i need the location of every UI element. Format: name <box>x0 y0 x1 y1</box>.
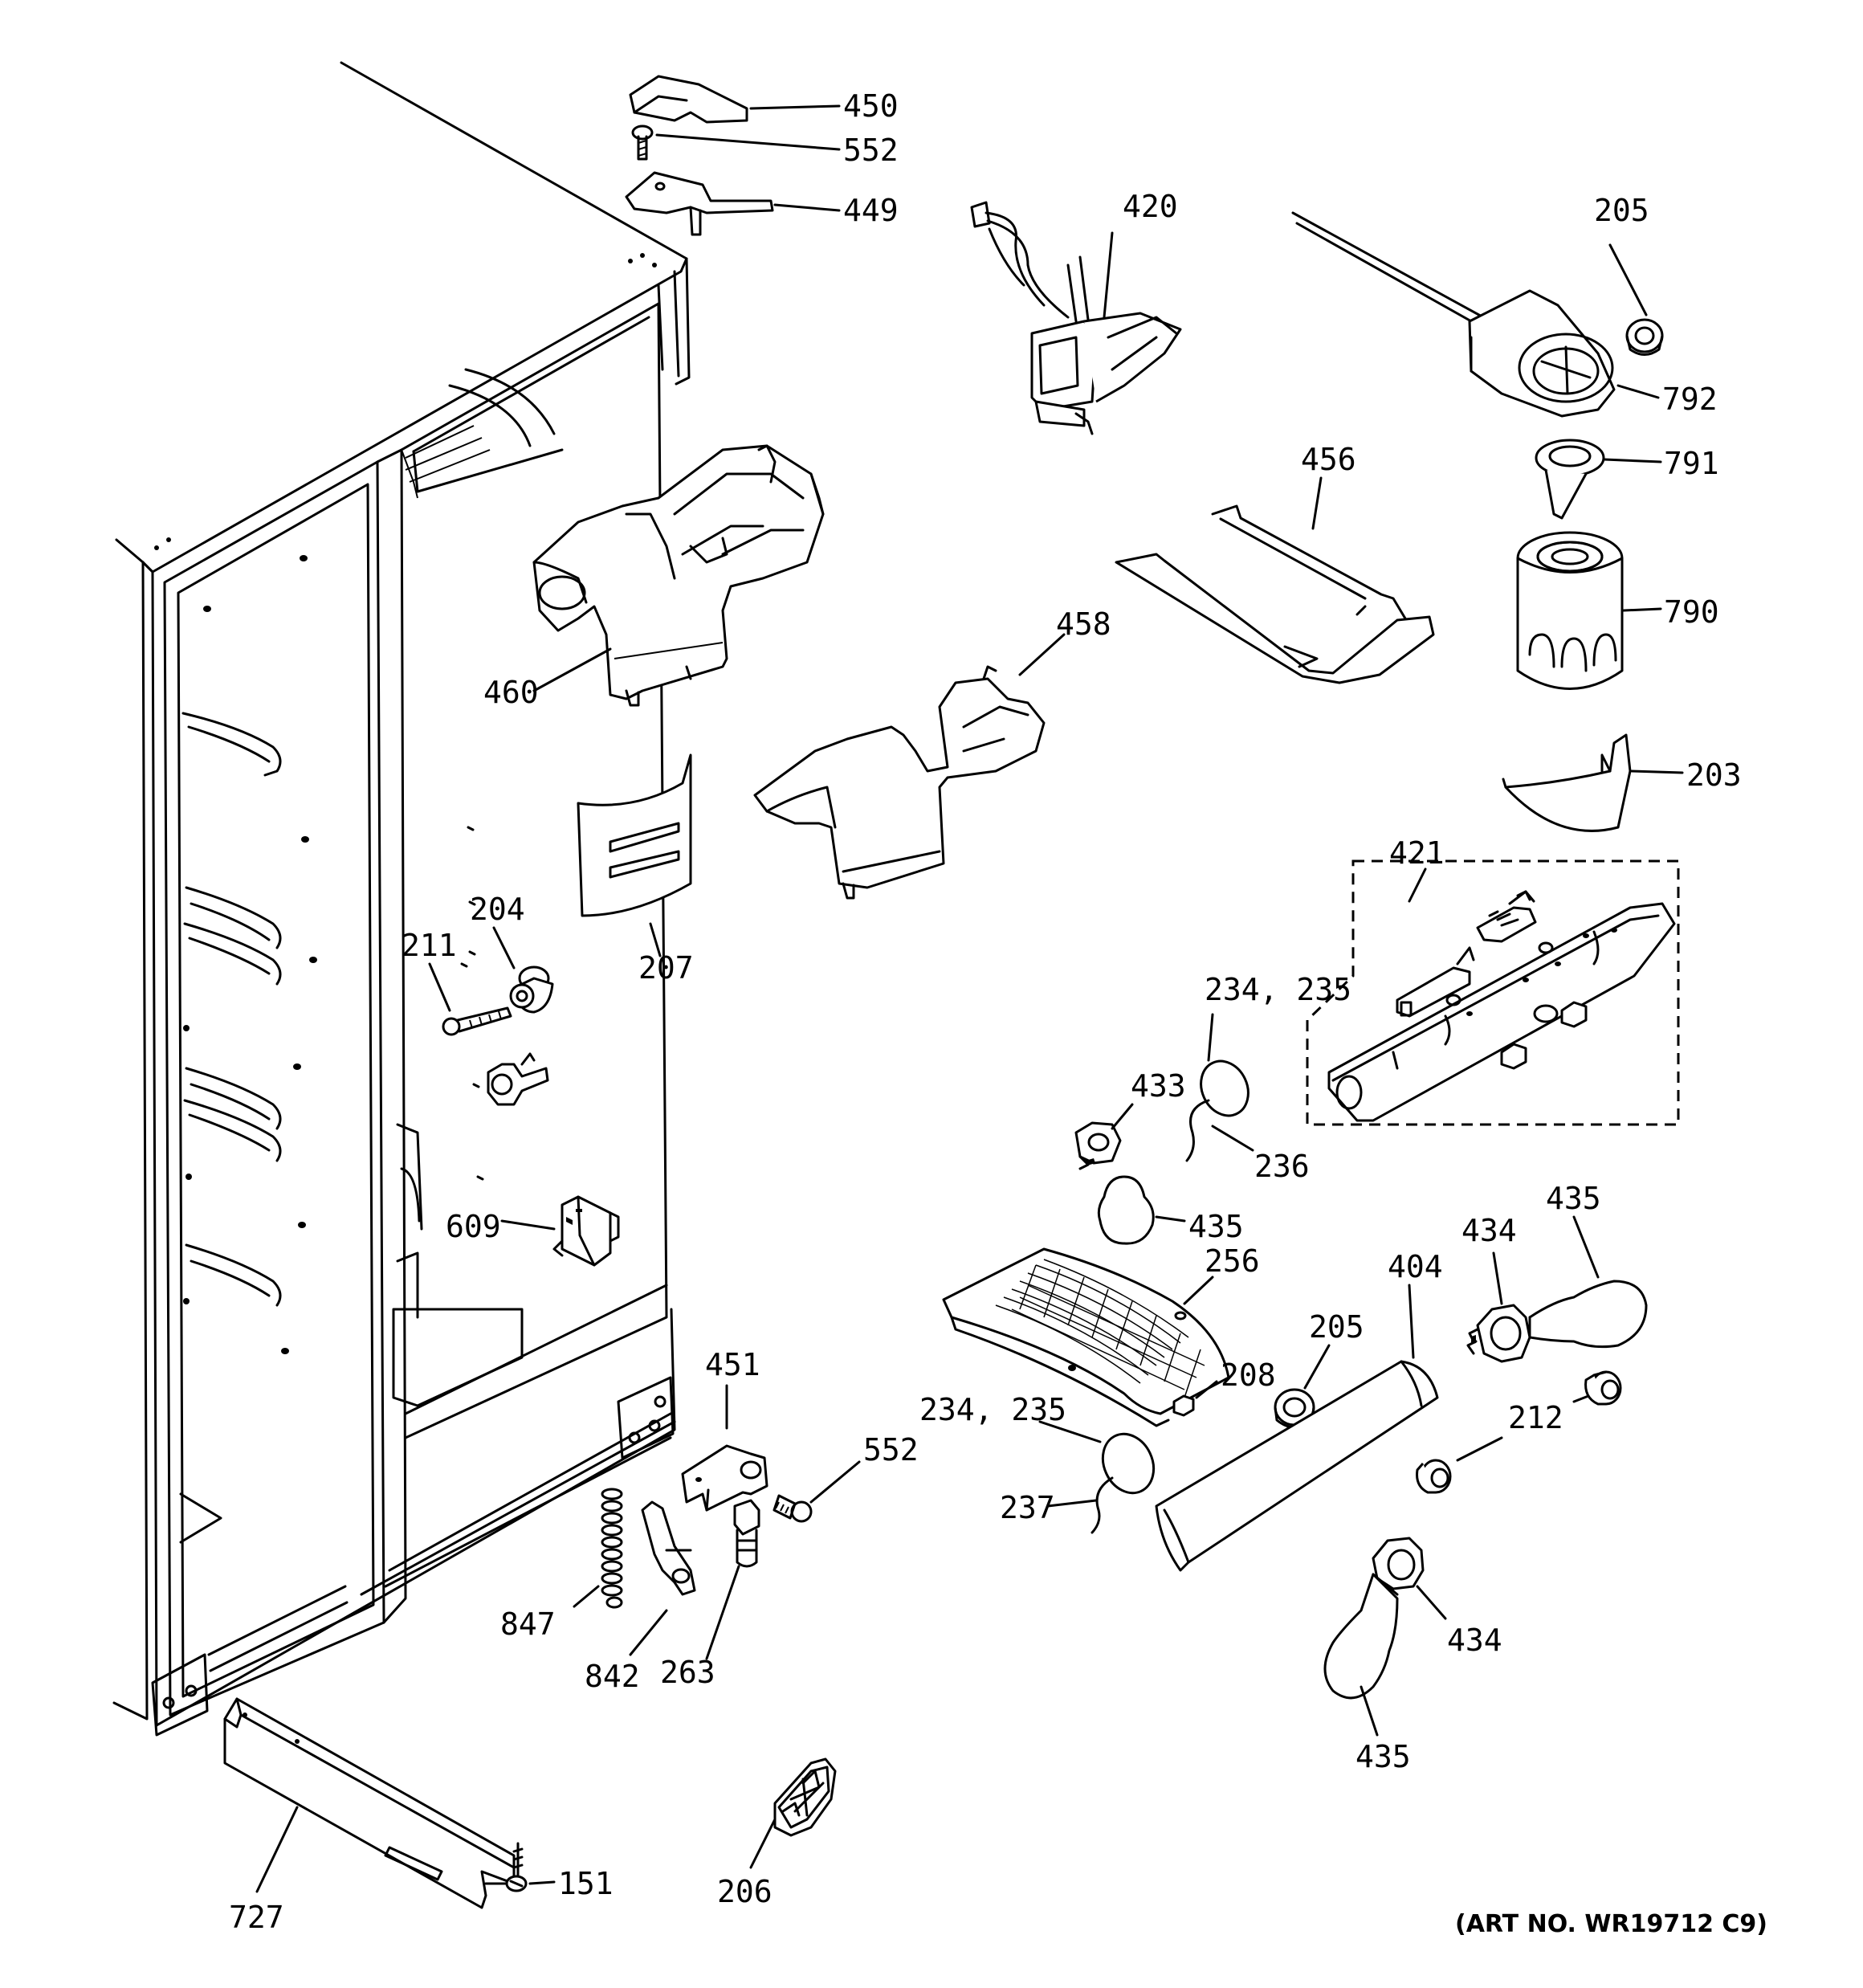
part-420-damper-assembly <box>970 201 1182 435</box>
part-404-light-shield <box>1155 1284 1439 1572</box>
label-552-top: 552 <box>843 133 899 168</box>
bottom-hinge-plate <box>151 1376 675 1737</box>
label-435-upper: 435 <box>1188 1209 1244 1244</box>
part-207-duct-cover <box>577 753 692 957</box>
label-208: 208 <box>1221 1357 1276 1393</box>
label-449: 449 <box>843 193 899 228</box>
label-207: 207 <box>638 950 694 986</box>
label-842: 842 <box>585 1659 640 1694</box>
label-791: 791 <box>1664 446 1719 481</box>
part-790-water-filter-housing <box>1516 531 1662 690</box>
label-456: 456 <box>1301 442 1356 477</box>
part-842-closure-cam <box>629 1500 696 1656</box>
label-234-235-upper: 234, 235 <box>1205 972 1351 1007</box>
label-212: 212 <box>1508 1400 1563 1435</box>
label-237: 237 <box>1000 1490 1055 1525</box>
cabinet-corner <box>154 253 657 550</box>
part-234-235-lens-lower <box>1038 1420 1156 1534</box>
label-211: 211 <box>402 928 457 963</box>
label-204: 204 <box>470 892 525 927</box>
liner-shelf-ribs <box>179 712 282 1544</box>
part-449-hinge <box>625 171 841 236</box>
part-792-feeder-housing <box>1291 211 1660 418</box>
label-792: 792 <box>1662 382 1718 417</box>
label-206: 206 <box>717 1874 773 1909</box>
part-151-screw <box>505 1842 556 1892</box>
label-420: 420 <box>1123 189 1178 224</box>
part-208-nut <box>1172 1380 1218 1417</box>
label-451: 451 <box>705 1347 760 1382</box>
part-256-grille <box>942 1247 1230 1427</box>
part-234-235-lens-upper <box>1185 1013 1254 1162</box>
part-435-bulb-upper <box>1097 1175 1186 1245</box>
label-450: 450 <box>843 88 899 124</box>
grille-hatch <box>995 1259 1205 1398</box>
label-435-right: 435 <box>1546 1181 1601 1216</box>
part-609-switch <box>500 1195 620 1267</box>
part-451-bottom-hinge <box>681 1384 768 1512</box>
part-204-spacer <box>492 926 554 1014</box>
part-435-bulb-lower <box>1323 1573 1399 1737</box>
label-203: 203 <box>1686 757 1742 793</box>
label-609: 609 <box>446 1209 501 1244</box>
label-434-upper: 434 <box>1461 1213 1517 1248</box>
label-458: 458 <box>1056 606 1111 642</box>
label-434-lower: 434 <box>1447 1623 1502 1658</box>
label-435-lower: 435 <box>1355 1739 1411 1774</box>
part-456-cover-plate <box>1115 476 1435 684</box>
label-205-top: 205 <box>1594 193 1649 228</box>
label-433: 433 <box>1131 1068 1186 1104</box>
part-433-socket <box>1074 1103 1134 1170</box>
part-552-screw-lower <box>773 1460 861 1523</box>
part-450-hinge-cover <box>629 75 841 124</box>
label-236: 236 <box>1254 1149 1310 1184</box>
label-256: 256 <box>1205 1243 1260 1279</box>
label-460: 460 <box>483 675 539 710</box>
liner-screw-holes <box>183 555 484 1354</box>
part-labels: 450 552 449 420 205 792 791 456 790 460 … <box>229 88 1767 1938</box>
part-206-cap <box>749 1757 837 1869</box>
part-205-bushing-top <box>1608 243 1664 356</box>
part-203-filter-cover <box>1502 733 1684 832</box>
part-791-coupler <box>1535 439 1662 520</box>
art-number: (ART NO. WR19712 C9) <box>1455 1910 1767 1938</box>
part-212-grommet-left <box>1416 1436 1503 1494</box>
label-790: 790 <box>1664 594 1719 630</box>
label-151: 151 <box>558 1866 614 1901</box>
label-552-lower: 552 <box>863 1432 919 1468</box>
part-212-grommet-right <box>1572 1370 1622 1406</box>
part-552-screw-top <box>631 125 841 161</box>
part-847-spring <box>573 1488 623 1609</box>
label-404: 404 <box>1388 1249 1443 1284</box>
part-434-socket-upper <box>1466 1251 1531 1363</box>
part-435-bulb-right <box>1528 1215 1648 1349</box>
part-211-screw <box>428 962 512 1036</box>
label-205-lower: 205 <box>1309 1309 1364 1345</box>
hinge-cam-part <box>487 1052 549 1106</box>
part-458-duct <box>753 633 1066 900</box>
label-263: 263 <box>660 1655 715 1690</box>
label-421: 421 <box>1389 835 1445 871</box>
label-234-235-lower: 234, 235 <box>919 1392 1066 1427</box>
part-460-air-duct <box>532 444 825 707</box>
label-847: 847 <box>500 1606 556 1642</box>
part-421-control-assembly <box>1306 859 1680 1126</box>
part-727-kick-plate <box>223 1697 516 1909</box>
label-727: 727 <box>229 1900 284 1935</box>
part-263-hinge-pin <box>705 1499 760 1660</box>
